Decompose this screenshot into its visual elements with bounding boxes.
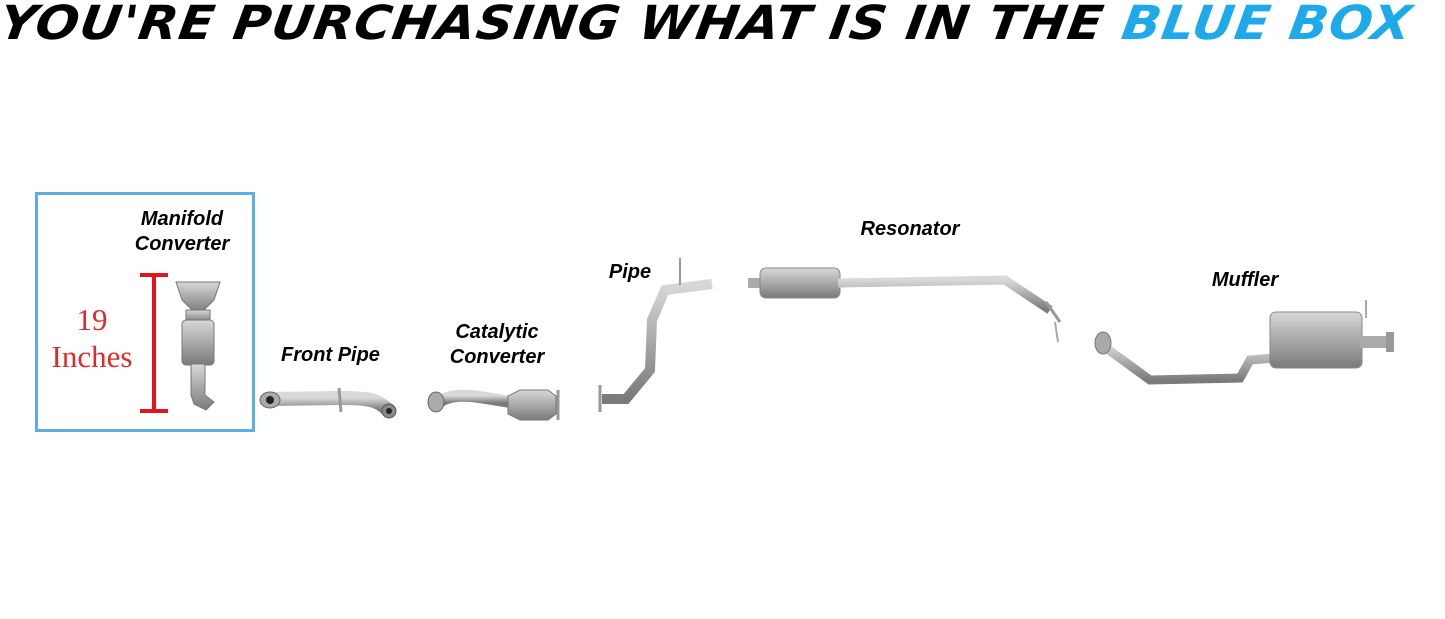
label-line: Catalytic (455, 321, 539, 343)
label-line: Pipe (608, 261, 652, 283)
measurement-unit: Inches (51, 339, 133, 374)
pipe-image (598, 258, 713, 412)
part-label-front-pipe: Front Pipe (258, 343, 403, 368)
front-pipe-image (259, 387, 397, 419)
manifold-converter-image (175, 281, 221, 411)
measurement-value: 19 (76, 302, 108, 337)
label-line: Converter (134, 233, 230, 255)
label-line: Resonator (860, 218, 960, 240)
label-line: Manifold (140, 208, 224, 230)
measurement-bar (140, 273, 168, 413)
label-line: Front Pipe (281, 344, 380, 366)
catalytic-converter-image (427, 389, 560, 421)
label-line: Converter (449, 346, 545, 368)
muffler-image (1094, 300, 1394, 385)
selected-part-box (35, 192, 255, 432)
part-label-resonator: Resonator (840, 217, 980, 242)
part-label-pipe: Pipe (595, 260, 665, 285)
resonator-image (748, 267, 1062, 343)
part-label-muffler: Muffler (1190, 268, 1300, 293)
label-line: Muffler (1211, 269, 1279, 291)
